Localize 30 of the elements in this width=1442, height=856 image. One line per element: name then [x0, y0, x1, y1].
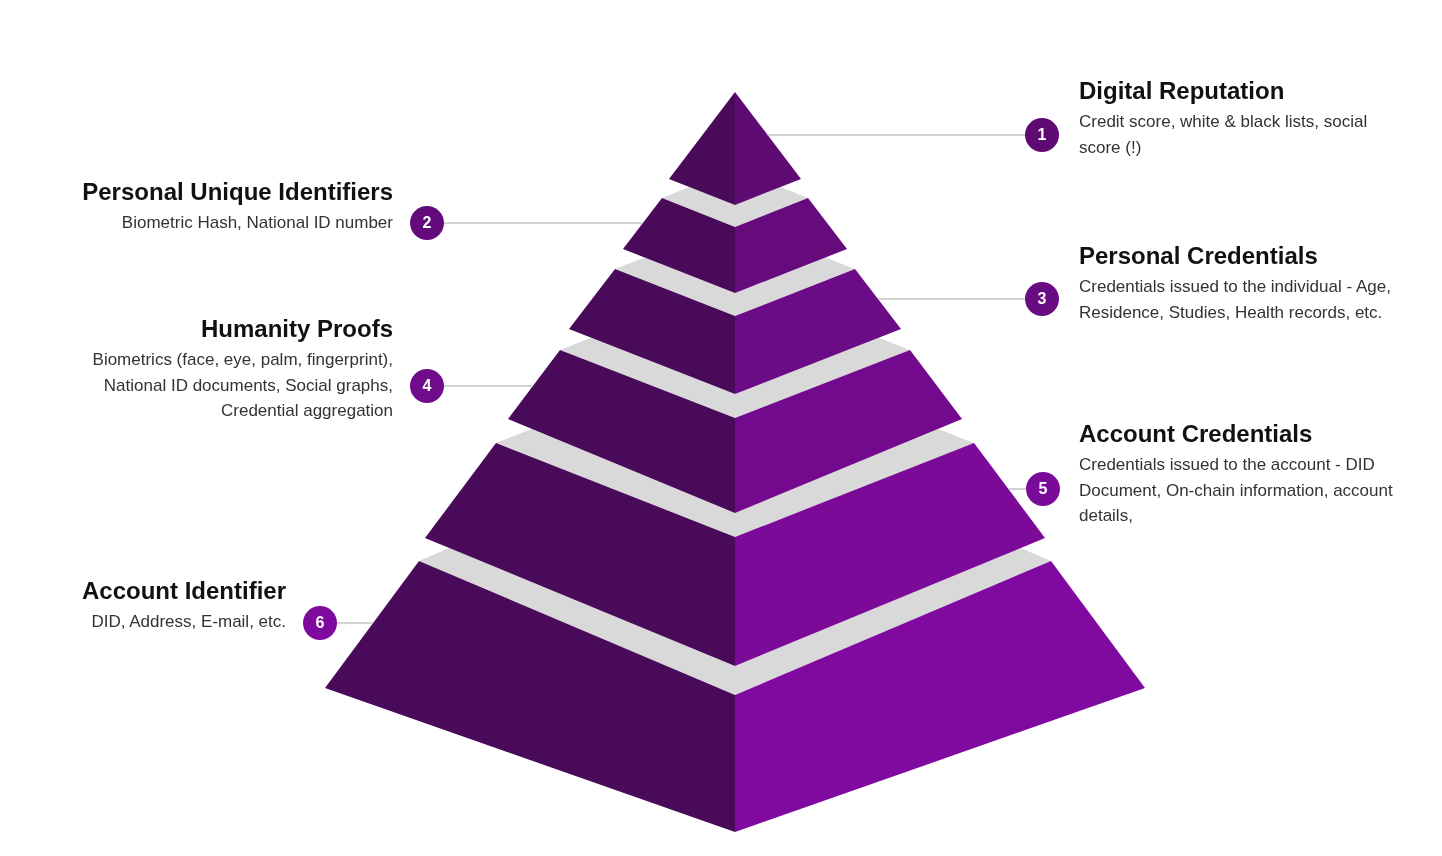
- pyramid-layer: [425, 428, 1045, 666]
- leader-line: [766, 134, 1026, 136]
- callout-heading: Humanity Proofs: [200, 315, 393, 343]
- callout-description: Credentials issued to the account - DID Document, On-chain information, account details,: [1079, 454, 1394, 527]
- callout-number: 3: [1025, 282, 1059, 316]
- pyramid-layer: [623, 187, 847, 293]
- callout-number: 2: [410, 206, 444, 240]
- callout-heading: Personal Unique Identifiers: [82, 178, 393, 206]
- leader-line: [1007, 488, 1027, 490]
- callout-description: Biometrics (face, eye, palm, fingerprint), National ID documents, Social graphs, Credential aggregation: [91, 349, 393, 422]
- leader-line: [443, 385, 534, 387]
- pyramid-layer: [569, 257, 901, 394]
- pyramid-layer: [508, 337, 962, 513]
- callout-heading: Digital Reputation: [1079, 77, 1285, 105]
- callout-heading: Account Identifier: [82, 577, 286, 605]
- callout-description: Credentials issued to the individual - Age, Residence, Studies, Health records, etc.: [1079, 276, 1392, 324]
- callout-number: 5: [1026, 472, 1060, 506]
- callout-number: 1: [1025, 118, 1059, 152]
- leader-line: [877, 298, 1026, 300]
- callout-description: DID, Address, E-mail, etc.: [91, 611, 286, 633]
- callout-number: 6: [303, 606, 337, 640]
- callout-heading: Account Credentials: [1079, 420, 1313, 448]
- callout-number: 4: [410, 369, 444, 403]
- callout-description: Credit score, white & black lists, social score (!): [1079, 111, 1369, 159]
- leader-line: [443, 222, 644, 224]
- leader-line: [336, 622, 374, 624]
- pyramid-layer: [325, 548, 1145, 832]
- callout-description: Biometric Hash, National ID number: [121, 212, 393, 234]
- callout-heading: Personal Credentials: [1079, 242, 1318, 270]
- pyramid-layer: [669, 92, 801, 205]
